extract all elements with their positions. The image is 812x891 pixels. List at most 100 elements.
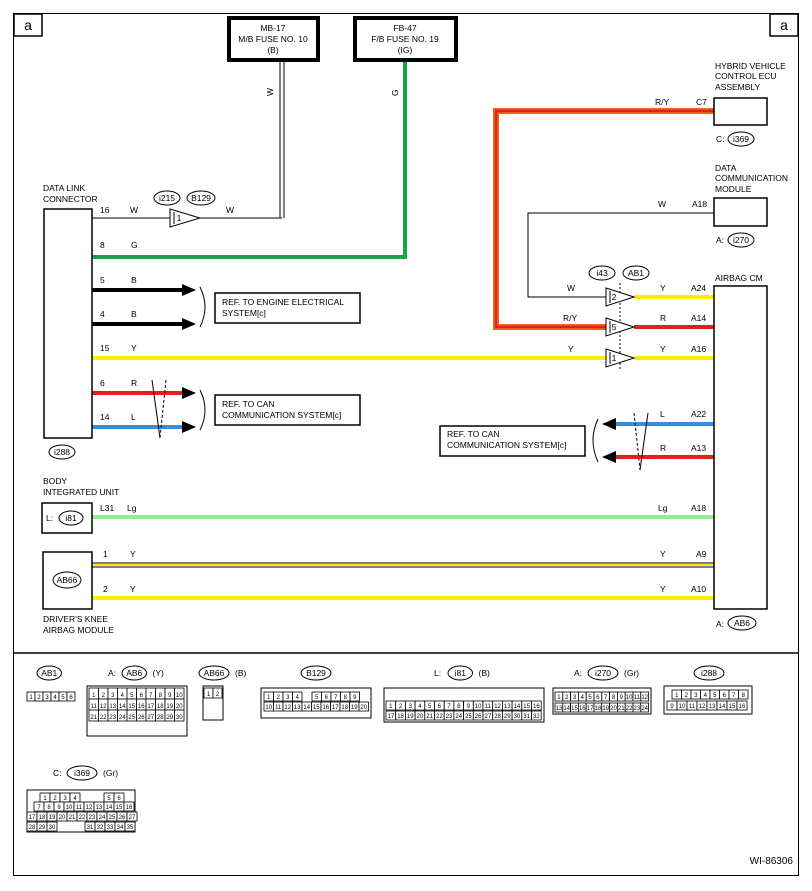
legend-pin	[531, 700, 542, 711]
label-a14-in: R/Y	[563, 313, 578, 323]
svg-text:FB-47: FB-47	[393, 23, 416, 33]
svg-text:1: 1	[675, 693, 679, 699]
svg-text:8: 8	[344, 695, 348, 701]
svg-text:i43: i43	[596, 268, 608, 278]
svg-text:i81: i81	[455, 668, 467, 678]
module-dcm: DATA COMMUNICATION MODULE A: i270	[713, 163, 788, 248]
label-a14-pin: A14	[691, 313, 706, 323]
label-a13-pin: A13	[691, 443, 706, 453]
svg-text:20: 20	[176, 704, 183, 710]
svg-text:35: 35	[127, 825, 134, 831]
label-dlc15-color: Y	[131, 343, 137, 353]
wire-ab-a13	[602, 451, 714, 463]
svg-text:21: 21	[90, 715, 97, 721]
svg-text:18: 18	[157, 704, 164, 710]
svg-text:A:: A:	[716, 235, 724, 245]
svg-text:2: 2	[399, 704, 403, 710]
legend-pin	[358, 701, 369, 712]
svg-text:14: 14	[303, 705, 310, 711]
svg-text:24: 24	[641, 706, 648, 712]
svg-text:30: 30	[176, 715, 183, 721]
svg-text:2: 2	[102, 693, 106, 699]
svg-text:4: 4	[73, 796, 77, 802]
label-a14-color: R	[660, 313, 666, 323]
svg-text:3: 3	[409, 704, 413, 710]
label-hv-color: R/Y	[655, 97, 670, 107]
legend-pin	[292, 691, 303, 702]
label-a9-pin: A9	[696, 549, 707, 559]
svg-text:2: 2	[277, 695, 281, 701]
svg-text:25: 25	[465, 714, 472, 720]
label-dlc5-color: B	[131, 275, 137, 285]
svg-text:27: 27	[147, 715, 154, 721]
label-a24-in: W	[567, 283, 575, 293]
svg-text:23: 23	[109, 715, 116, 721]
wire-w-mb17	[200, 60, 285, 219]
svg-text:B129: B129	[306, 668, 326, 678]
svg-text:10: 10	[475, 704, 482, 710]
label-dlc16-pin: 16	[100, 205, 110, 215]
svg-text:17: 17	[147, 704, 154, 710]
label-dlc14-color: L	[131, 412, 136, 422]
svg-text:i369: i369	[74, 768, 90, 778]
svg-text:23: 23	[446, 714, 453, 720]
svg-text:A:: A:	[108, 668, 116, 678]
label-a22-pin: A22	[691, 409, 706, 419]
svg-text:33: 33	[107, 825, 114, 831]
svg-text:16: 16	[138, 704, 145, 710]
label-dlc4-color: B	[131, 309, 137, 319]
legend-pin	[124, 821, 136, 832]
svg-text:12: 12	[100, 704, 107, 710]
svg-text:15: 15	[729, 704, 736, 710]
svg-text:29: 29	[504, 714, 511, 720]
label-dlc16-out: W	[226, 205, 234, 215]
svg-text:8: 8	[159, 693, 163, 699]
svg-text:1: 1	[267, 695, 271, 701]
svg-text:17: 17	[388, 714, 395, 720]
svg-text:27: 27	[485, 714, 492, 720]
joint-right-pin-1: 1	[605, 348, 636, 368]
svg-text:32: 32	[97, 825, 104, 831]
svg-text:14: 14	[119, 704, 126, 710]
svg-text:16: 16	[579, 706, 586, 712]
svg-text:19: 19	[351, 705, 358, 711]
svg-text:DRIVER'S KNEE: DRIVER'S KNEE	[43, 614, 108, 624]
svg-text:19: 19	[166, 704, 173, 710]
diagram-id: WI-86306	[750, 856, 794, 867]
svg-text:12: 12	[494, 704, 501, 710]
svg-text:A:: A:	[716, 619, 724, 629]
joint-right-pin-5: 5	[605, 317, 636, 337]
legend-pin	[531, 710, 542, 721]
svg-text:4: 4	[704, 693, 708, 699]
svg-text:DATA: DATA	[715, 163, 737, 173]
svg-text:13: 13	[504, 704, 511, 710]
svg-text:(B): (B)	[479, 668, 491, 678]
svg-text:2: 2	[565, 695, 569, 701]
svg-text:8: 8	[47, 805, 51, 811]
svg-text:4: 4	[581, 695, 585, 701]
svg-text:5: 5	[428, 704, 432, 710]
joint-left: i215 B129 1	[153, 190, 216, 228]
svg-text:28: 28	[29, 825, 36, 831]
svg-text:COMMUNICATION SYSTEM[c]: COMMUNICATION SYSTEM[c]	[447, 440, 566, 450]
label-dcm-color: W	[658, 199, 666, 209]
corner-marker-right: a	[769, 13, 799, 37]
wire-dcm-a18	[527, 212, 714, 298]
svg-text:a: a	[24, 17, 32, 33]
svg-text:(B): (B)	[235, 668, 247, 678]
svg-text:15: 15	[523, 704, 530, 710]
svg-text:7: 7	[334, 695, 338, 701]
label-dcm-pin: A18	[692, 199, 707, 209]
svg-text:31: 31	[523, 714, 530, 720]
svg-text:30: 30	[514, 714, 521, 720]
legend-pin	[46, 821, 58, 832]
svg-text:18: 18	[595, 706, 602, 712]
label-dlc6-color: R	[131, 378, 137, 388]
svg-text:29: 29	[39, 825, 46, 831]
svg-text:9: 9	[168, 693, 172, 699]
svg-text:17: 17	[29, 815, 36, 821]
wire-dlc6	[92, 387, 196, 399]
label-a24-pin: A24	[691, 283, 706, 293]
